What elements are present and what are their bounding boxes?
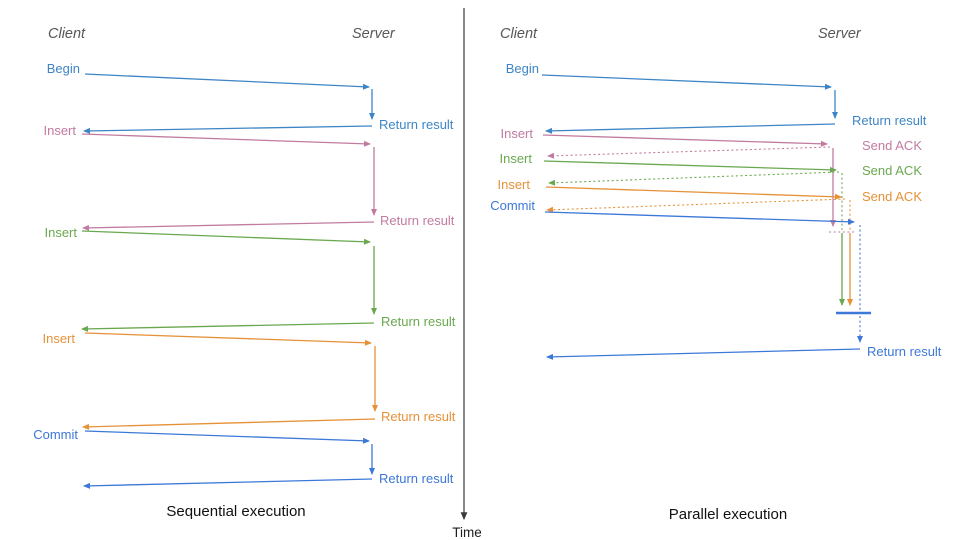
left-insert2-label: Insert xyxy=(44,225,77,240)
left-insert2-return-label: Return result xyxy=(381,314,456,329)
left-commit-label: Commit xyxy=(33,427,78,442)
left-server-header: Server xyxy=(352,26,395,42)
left-insert1-return-label: Return result xyxy=(380,213,455,228)
right-insert1-ack-label: Send ACK xyxy=(862,138,922,153)
right-begin-label: Begin xyxy=(505,61,539,76)
left-commit-return-arrow xyxy=(83,478,373,489)
time-axis-label: Time xyxy=(452,525,482,540)
right-caption: Parallel execution xyxy=(668,506,788,523)
left-insert1-label: Insert xyxy=(43,123,76,138)
left-begin-label: Begin xyxy=(46,61,80,76)
right-insert3-ack-label: Send ACK xyxy=(862,189,922,204)
right-insert3-ack-arrow xyxy=(546,198,846,213)
left-commit-request-arrow xyxy=(84,430,370,444)
right-commit-return-arrow xyxy=(546,348,861,360)
right-insert1-request-arrow xyxy=(542,134,828,147)
left-insert2-return-arrow xyxy=(81,322,375,332)
left-insert3-return-arrow xyxy=(82,418,376,430)
left-sequential-arrows xyxy=(81,73,378,489)
right-insert1-label: Insert xyxy=(500,126,533,141)
right-insert2-label: Insert xyxy=(499,151,532,166)
left-insert1-return-arrow xyxy=(82,221,375,231)
left-insert2-request-arrow xyxy=(81,230,371,245)
right-server-header: Server xyxy=(818,26,861,42)
right-insert3-label: Insert xyxy=(497,177,530,192)
right-begin-return-label: Return result xyxy=(852,113,927,128)
left-client-header: Client xyxy=(48,26,86,42)
left-insert1-request-arrow xyxy=(81,133,371,147)
right-commit-request-arrow xyxy=(544,211,855,225)
left-begin-request-arrow xyxy=(84,73,370,90)
left-caption: Sequential execution xyxy=(166,503,306,520)
right-commit-return-label: Return result xyxy=(867,344,942,359)
right-parallel-arrows xyxy=(541,74,871,360)
left-begin-return-label: Return result xyxy=(379,117,454,132)
left-commit-return-label: Return result xyxy=(379,471,454,486)
right-client-header: Client xyxy=(500,26,538,42)
right-insert2-request-arrow xyxy=(543,160,837,173)
left-insert3-request-arrow xyxy=(84,332,372,346)
right-insert2-ack-label: Send ACK xyxy=(862,163,922,178)
left-begin-return-arrow xyxy=(83,125,373,134)
right-begin-return-arrow xyxy=(545,123,836,134)
right-begin-request-arrow xyxy=(541,74,832,90)
left-insert3-label: Insert xyxy=(42,331,75,346)
right-insert3-request-arrow xyxy=(545,186,842,200)
right-commit-label: Commit xyxy=(490,198,535,213)
left-insert3-return-label: Return result xyxy=(381,409,456,424)
right-insert1-ack-arrow xyxy=(547,146,831,159)
right-insert2-ack-arrow xyxy=(548,171,840,186)
